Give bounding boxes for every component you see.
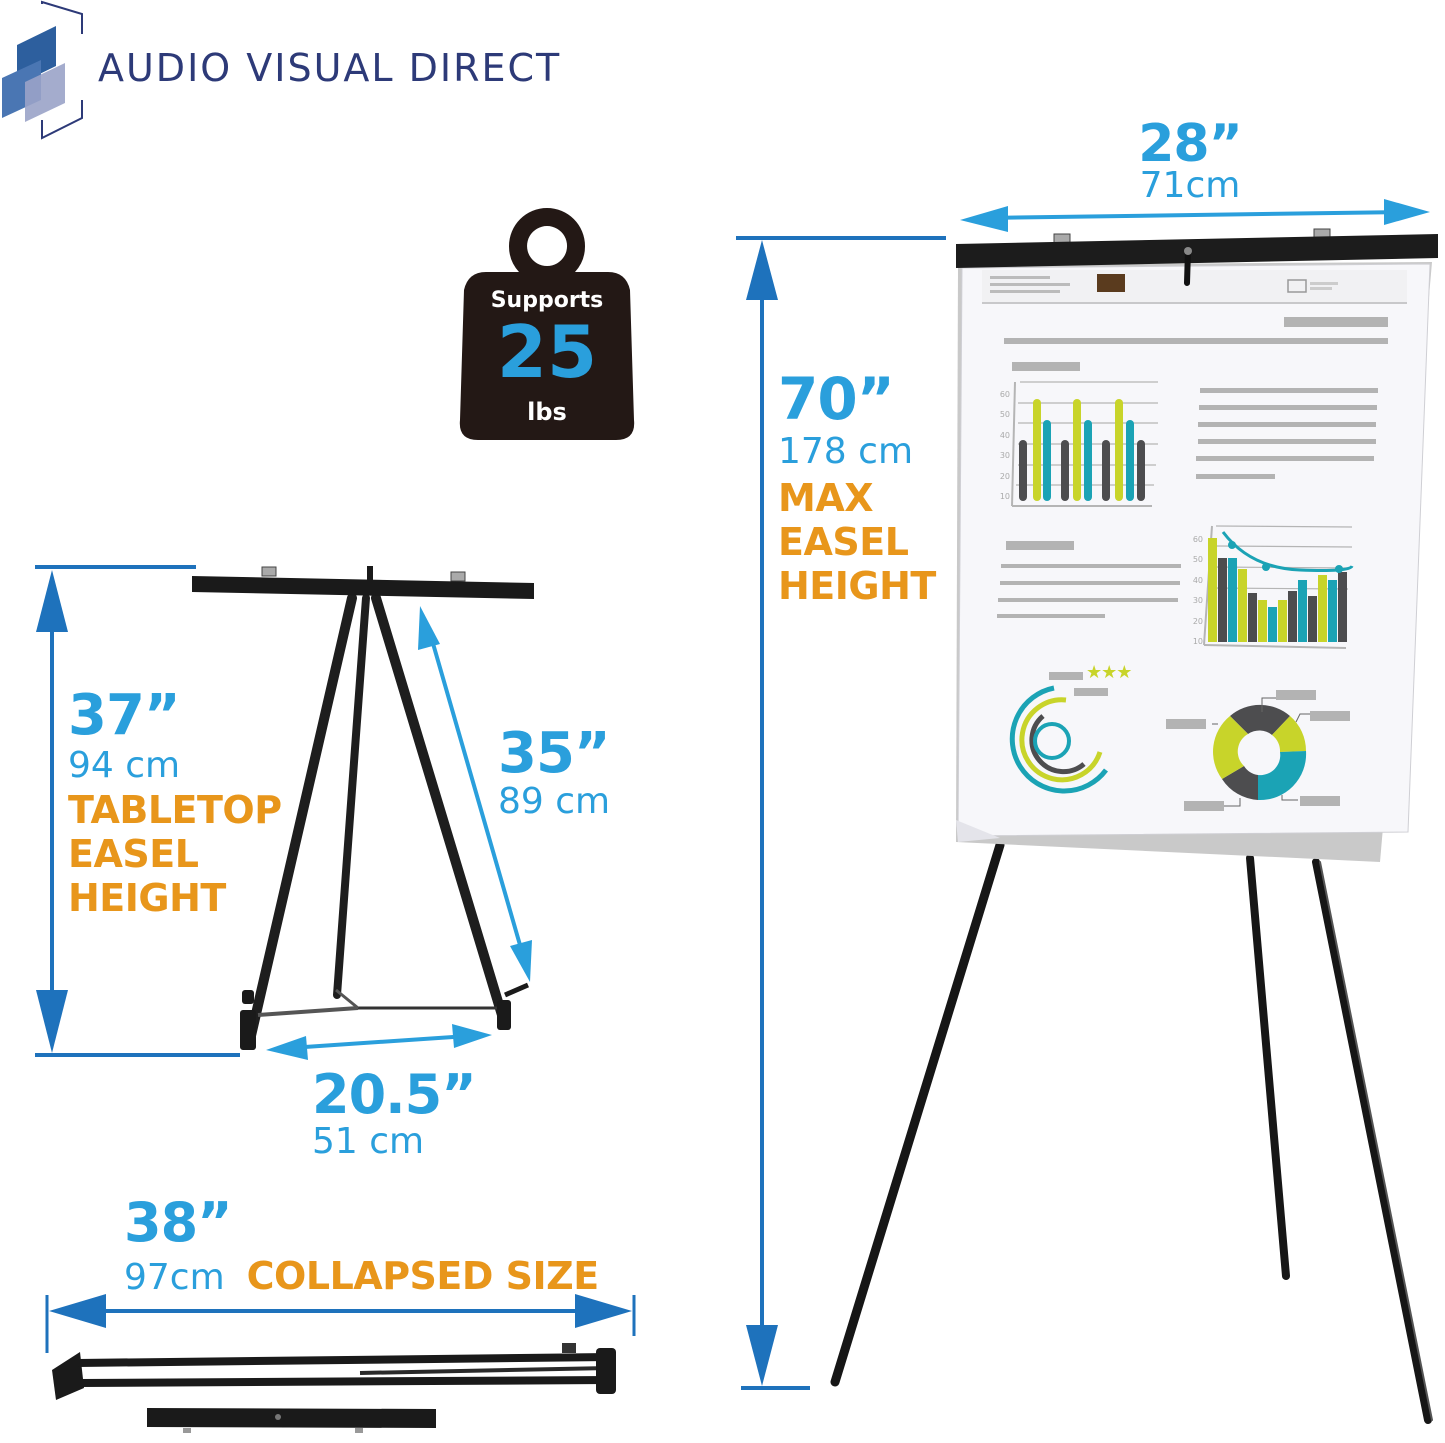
flipchart-text-placeholders: [997, 317, 1388, 618]
label-line: HEIGHT: [778, 564, 936, 609]
collapsed-easel-illustration: [52, 1343, 616, 1433]
collapsed-cm: 97cm: [124, 1257, 225, 1298]
flipchart-bar-chart-2: [1203, 525, 1354, 649]
tick-label: 40: [999, 430, 1010, 440]
width-arrow: [960, 199, 1430, 232]
tick-label: 30: [999, 451, 1010, 461]
label-line: TABLETOP: [68, 788, 282, 832]
weight-supports-label: Supports: [490, 288, 604, 313]
weight-value: 25: [496, 310, 598, 394]
tick-label: 50: [999, 410, 1010, 420]
collapsed-label: COLLAPSED SIZE: [246, 1254, 600, 1298]
tabletop-height-inches: 37”: [68, 683, 181, 748]
label-line: EASEL: [68, 832, 199, 877]
collapsed-row: 97cm COLLAPSED SIZE: [124, 1254, 599, 1298]
tick-label: 20: [1192, 616, 1203, 626]
base-width-inches: 20.5”: [312, 1063, 477, 1126]
tick-label: 40: [1192, 575, 1203, 585]
collapsed-inches: 38”: [124, 1191, 233, 1254]
rating-stars-icon: ★★★: [1086, 662, 1132, 683]
max-height-arrow: [736, 236, 946, 1390]
tick-label: 60: [1192, 535, 1203, 544]
leg-length-arrow: [418, 606, 532, 982]
flipchart-radial-chart: [1009, 672, 1109, 794]
tick-label: 20: [999, 471, 1010, 481]
weight-icon: [459, 208, 635, 440]
tabletop-height-arrow: [35, 565, 240, 1057]
tick-label: 60: [999, 390, 1010, 399]
width-dimension: 28” 71cm: [1120, 118, 1260, 204]
label-line: HEIGHT: [68, 876, 226, 921]
brand-logo: AUDIO VISUAL DIRECT: [0, 0, 700, 145]
tick-label: 10: [999, 492, 1010, 502]
logo-mark-icon: [2, 0, 83, 140]
flipchart-bar-chart-1: [1011, 381, 1158, 507]
tick-label: 50: [1192, 555, 1203, 565]
base-width-cm: 51 cm: [312, 1121, 425, 1162]
brand-name: AUDIO VISUAL DIRECT: [98, 46, 562, 90]
tabletop-height-label: TABLETOP EASEL HEIGHT: [68, 788, 282, 920]
leg-length-dimension: 35” 89 cm: [498, 721, 611, 822]
collapsed-dimension: 38” 97cm COLLAPSED SIZE: [124, 1191, 599, 1299]
label-line: EASEL: [778, 520, 909, 565]
leg-length-inches: 35”: [498, 721, 611, 786]
weight-unit: lbs: [527, 398, 567, 426]
flipchart-donut-chart: [1166, 690, 1350, 811]
max-height-dimension: 70” 178 cm MAX EASEL HEIGHT: [778, 370, 936, 608]
base-width-dimension: 20.5” 51 cm: [312, 1063, 477, 1162]
label-line: MAX: [778, 476, 874, 520]
width-cm: 71cm: [1139, 165, 1241, 206]
width-inches: 28”: [1138, 114, 1243, 174]
max-height-label: MAX EASEL HEIGHT: [778, 476, 936, 608]
weight-capacity-badge: Supports 25 lbs: [458, 206, 636, 442]
max-height-cm: 178 cm: [778, 431, 914, 472]
tabletop-height-cm: 94 cm: [68, 745, 181, 786]
leg-length-cm: 89 cm: [498, 781, 611, 822]
tabletop-height-dimension: 37” 94 cm TABLETOP EASEL HEIGHT: [68, 683, 282, 921]
collapsed-length-arrow: [45, 1294, 636, 1353]
bar-chart-2-y-ticks: 60 50 40 30 20 10: [1183, 530, 1203, 652]
max-height-inches: 70”: [778, 365, 895, 433]
base-width-arrow: [266, 1024, 492, 1060]
tabletop-easel-illustration: [192, 566, 534, 1050]
tick-label: 30: [1192, 596, 1203, 606]
easel-top-bar: [956, 228, 1438, 286]
tick-label: 10: [1192, 637, 1203, 647]
easel-legs: [830, 840, 1433, 1424]
bar-chart-1-y-ticks: 60 50 40 30 20 10: [990, 385, 1010, 507]
